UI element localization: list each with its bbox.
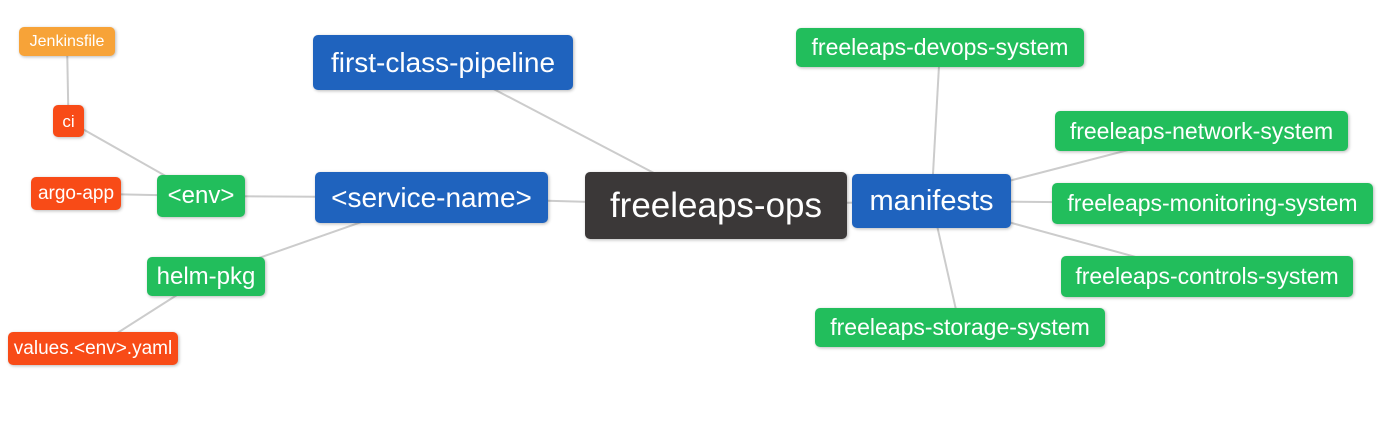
node-label: <service-name> (331, 181, 532, 213)
node-freeleaps-controls-system[interactable]: freeleaps-controls-system (1061, 256, 1353, 297)
node-ci[interactable]: ci (53, 105, 84, 137)
node-label: freeleaps-monitoring-system (1067, 190, 1358, 216)
node-freeleaps-network-system[interactable]: freeleaps-network-system (1055, 111, 1348, 151)
node-label: argo-app (37, 183, 115, 204)
node-values-env-yaml[interactable]: values.<env>.yaml (8, 332, 178, 365)
node-helm-pkg[interactable]: helm-pkg (147, 257, 265, 296)
node-label: freeleaps-ops (609, 186, 823, 225)
node-label: values.<env>.yaml (13, 338, 173, 359)
node-freeleaps-devops-system[interactable]: freeleaps-devops-system (796, 28, 1084, 67)
node-env[interactable]: <env> (157, 175, 245, 217)
node-label: freeleaps-devops-system (811, 34, 1069, 60)
node-jenkinsfile[interactable]: Jenkinsfile (19, 27, 115, 56)
node-service-name[interactable]: <service-name> (315, 172, 548, 223)
node-label: <env> (167, 182, 235, 209)
node-freeleaps-storage-system[interactable]: freeleaps-storage-system (815, 308, 1105, 347)
node-label: first-class-pipeline (330, 46, 556, 78)
node-manifests[interactable]: manifests (852, 174, 1011, 228)
node-argo-app[interactable]: argo-app (31, 177, 121, 210)
node-label: freeleaps-storage-system (830, 314, 1090, 340)
node-label: Jenkinsfile (29, 32, 105, 50)
node-label: manifests (869, 184, 994, 217)
node-label: freeleaps-network-system (1069, 117, 1334, 144)
node-first-class-pipeline[interactable]: first-class-pipeline (313, 35, 573, 90)
node-freeleaps-monitoring-system[interactable]: freeleaps-monitoring-system (1052, 183, 1373, 224)
node-label: ci (62, 111, 75, 131)
node-freeleaps-ops[interactable]: freeleaps-ops (585, 172, 847, 239)
node-label: freeleaps-controls-system (1075, 263, 1339, 289)
node-label: helm-pkg (156, 262, 256, 290)
